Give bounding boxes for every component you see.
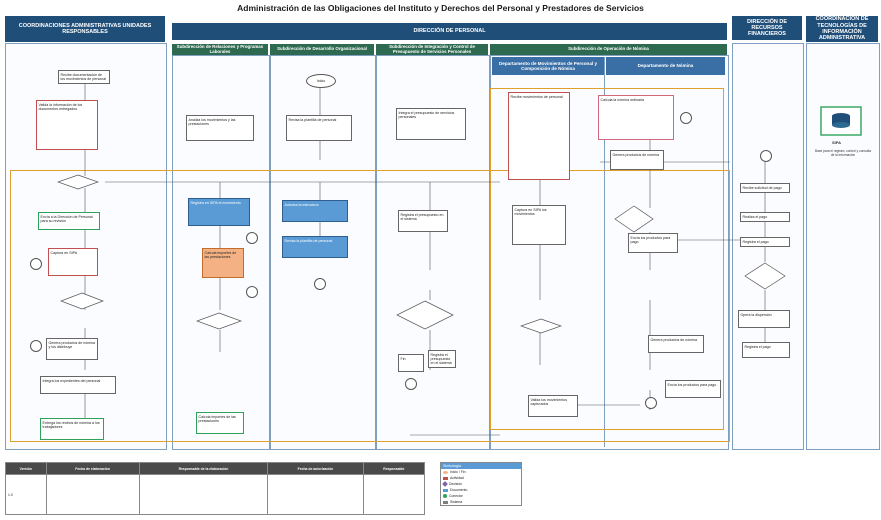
sipa-database-icon — [820, 106, 862, 136]
s4b-decision-diamond — [614, 205, 654, 233]
coord-envia-box: Envía a la Dirección de Personal para su… — [38, 212, 100, 230]
s4a-recibe-box: Recibe movimientos de personal — [508, 92, 570, 180]
sublane-header-movimientos: Departamento de Movimientos de Personal … — [492, 57, 604, 75]
s2-revisa-box: Revisa la plantilla de personal — [286, 115, 352, 141]
symbol-item-5: Sistema — [450, 500, 463, 504]
s4b-genera-box: Genera productos de nómina — [610, 150, 664, 170]
rf-registra-box: Registra el pago — [740, 237, 790, 247]
s3-decision-diamond — [396, 300, 454, 330]
symbol-item-1: Actividad — [450, 476, 464, 480]
lane-header-coordinaciones: COORDINACIONES ADMINISTRATIVAS UNIDADES … — [5, 16, 165, 42]
rf-final-box: Registra el pago — [742, 342, 790, 358]
sipa-label: SIPA — [832, 140, 842, 145]
coord-decision2-diamond — [60, 292, 104, 310]
s2-autoriza2-box: Revisa la plantilla de personal — [282, 236, 348, 258]
rf-recibe-box: Recibe solicitud de pago — [740, 183, 790, 193]
sipa-note: Base para el registro, control y consult… — [815, 149, 871, 157]
s2-autoriza-box: Autoriza la estructura — [282, 200, 348, 222]
coord-genera-box: Genera productos de nómina y los distrib… — [46, 338, 98, 360]
symbol-connector-icon — [443, 494, 447, 498]
s1-decision-diamond — [196, 312, 242, 330]
rf-realiza-box: Realiza el pago — [740, 212, 790, 222]
s1-resultado-box: Calcula importes de las prestaciones — [196, 412, 244, 434]
meta-header-4: Responsable — [362, 462, 426, 475]
coord-entrega-box: Entrega los recibos de nómina a los trab… — [40, 418, 104, 440]
lane-header-recursos: DIRECCIÓN DE RECURSOS FINANCIEROS — [732, 16, 802, 40]
s3-integra-box: Integra el presupuesto de servicios pers… — [396, 108, 466, 140]
coord-captura-box: Captura en SIPA — [48, 248, 98, 276]
connector-circle-6 — [680, 112, 692, 124]
sublane-header-presupuesto: Subdirección de Integración y Control de… — [376, 44, 488, 55]
s1-calcula-box: Calcula importes de las prestaciones — [202, 248, 244, 278]
s4b-resultado-box: Genera productos de nómina — [648, 335, 704, 353]
process-frame-inner — [490, 88, 724, 430]
meta-header-0: Versión — [5, 462, 47, 475]
rf-opera-box: Opera la dispersión — [738, 310, 790, 328]
symbol-oval-icon — [443, 470, 448, 474]
s4b-envia-box: Envía los productos para pago — [628, 233, 678, 253]
s4b-calcula-box: Calcula la nómina ordinaria — [598, 95, 674, 140]
sublane-header-desarrollo: Subdirección de Desarrollo Organizaciona… — [270, 44, 374, 55]
meta-cell-2 — [138, 474, 269, 515]
lane-tecnologias — [806, 43, 880, 450]
meta-cell-0: 1.0 — [5, 474, 47, 515]
coord-integra-box: Integra los expedientes del personal — [40, 376, 116, 394]
meta-header-1: Fecha de elaboración — [45, 462, 140, 475]
symbol-document-icon — [443, 488, 448, 492]
symbol-diamond-icon — [442, 481, 448, 487]
connector-circle-4 — [246, 286, 258, 298]
s3-sub-box-2: Registra el presupuesto en el sistema — [428, 350, 456, 368]
meta-cell-1 — [45, 474, 140, 515]
s1-registra-box: Registra en SIPA el movimiento — [188, 198, 250, 226]
coord-valida-box: Valida la información de los documentos … — [36, 100, 98, 150]
s4a-valida-box: Valida los movimientos capturados — [528, 395, 578, 417]
s4b-cierre-box: Envía los productos para pago — [665, 380, 721, 398]
s2-connector — [314, 278, 326, 290]
meta-header-2: Responsable de la elaboración — [138, 462, 269, 475]
symbol-rect-icon — [443, 476, 448, 480]
connector-circle-5 — [405, 378, 417, 390]
sublane-header-depto-nomina: Departamento de Nómina — [606, 57, 725, 75]
symbol-legend: Simbología Inicio / Fin Actividad Decisi… — [440, 462, 522, 506]
connector-circle-7 — [760, 150, 772, 162]
s1-analiza-box: Analiza los movimientos y las prestacion… — [186, 115, 254, 141]
s3-registra-box: Registra el presupuesto en el sistema — [398, 210, 448, 232]
start-oval: Inicio — [306, 74, 336, 88]
metadata-table: Versión Fecha de elaboración Responsable… — [5, 462, 426, 515]
connector-circle-1 — [30, 258, 42, 270]
coord-recibe-box: Recibe documentación de los movimientos … — [58, 70, 110, 84]
lane-header-personal: DIRECCIÓN DE PERSONAL — [172, 23, 727, 40]
connector-circle-8 — [645, 397, 657, 409]
sublane-header-nomina: Subdirección de Operación de Nómina — [490, 44, 727, 55]
connector-circle-3 — [246, 232, 258, 244]
symbol-item-4: Conector — [449, 494, 463, 498]
meta-cell-3 — [267, 474, 364, 515]
meta-header-3: Fecha de autorización — [267, 462, 364, 475]
sublane-header-relaciones: Subdirección de Relaciones y Programas L… — [172, 44, 268, 55]
sublane-divider — [604, 57, 605, 447]
rf-decision-diamond — [744, 262, 786, 290]
meta-cell-4 — [362, 474, 426, 515]
coord-decision-diamond — [57, 174, 99, 190]
diagram-title: Administración de las Obligaciones del I… — [237, 3, 644, 13]
symbol-item-3: Documento — [450, 488, 468, 492]
symbol-system-icon — [443, 500, 448, 504]
lane-header-tecnologias: COORDINACIÓN DE TECNOLOGÍAS DE INFORMACI… — [806, 16, 878, 42]
s4a-captura-box: Captura en SIPA los movimientos — [512, 205, 566, 245]
s3-sub-box-1: Fin — [398, 354, 424, 372]
process-frame — [10, 170, 730, 442]
s4a-decision-diamond — [520, 318, 562, 334]
symbol-legend-title: Simbología — [441, 463, 521, 469]
symbol-item-0: Inicio / Fin — [450, 470, 466, 474]
connector-circle-2 — [30, 340, 42, 352]
symbol-item-2: Decisión — [449, 482, 463, 486]
